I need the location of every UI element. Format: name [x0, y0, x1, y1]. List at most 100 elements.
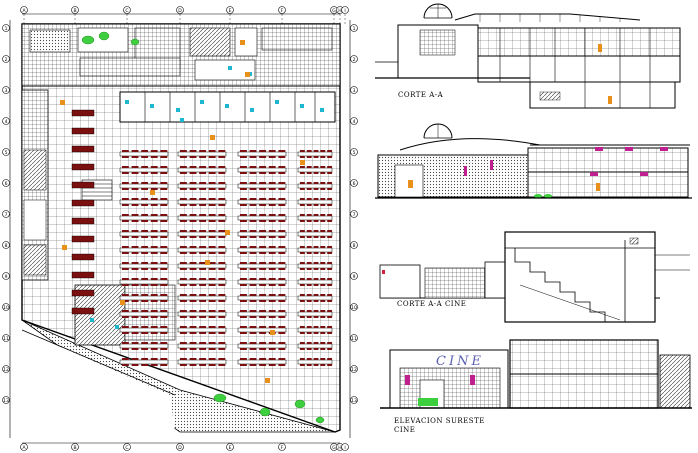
grid-label-col: F [281, 8, 284, 14]
grid-label-row: 4 [5, 119, 8, 125]
grid-label-col: H [338, 8, 341, 14]
marker-orange [120, 300, 125, 305]
grid-bubble-col [341, 6, 349, 14]
grid-bubble-col [71, 6, 79, 14]
grid-bubble-col [341, 443, 349, 451]
vegetation [81, 31, 325, 424]
grid-label-col: B [73, 445, 76, 451]
table-row [177, 246, 227, 254]
table-row [237, 198, 287, 206]
grid-bubble-row [350, 303, 358, 311]
table-row [297, 326, 333, 334]
grid-label-row: 7 [353, 212, 356, 218]
grid-label-row: 5 [353, 150, 356, 156]
grid-bubble-row [2, 24, 10, 32]
grid-label-col: C [125, 445, 128, 451]
section-aa [375, 3, 681, 109]
table-row [177, 182, 227, 190]
table-row [119, 166, 169, 174]
table-row [237, 294, 287, 302]
label-elevation-line2: CINE [394, 426, 415, 434]
table-row [71, 307, 95, 315]
table-row [237, 326, 287, 334]
grid-label-row: 6 [353, 181, 356, 187]
marker-orange [210, 135, 215, 140]
grid-label-row: 8 [5, 243, 8, 249]
grid-label-row: 2 [353, 57, 356, 63]
marker-cyan [320, 108, 324, 112]
grid-bubble-row [2, 303, 10, 311]
marker-orange [300, 160, 305, 165]
grid-bubble-col [71, 443, 79, 451]
table-row [297, 262, 333, 270]
table-row [237, 214, 287, 222]
marker-cyan [150, 104, 154, 108]
marker-cyan [200, 100, 204, 104]
grid-bubble-col [278, 443, 286, 451]
table-row [71, 199, 95, 207]
marker-orange [265, 378, 270, 383]
grid-bubble-row [350, 148, 358, 156]
table-row [237, 310, 287, 318]
table-row [297, 342, 333, 350]
grid-label-row: 11 [3, 336, 9, 342]
cinema-sign: CINE [436, 354, 484, 369]
table-row [237, 150, 287, 158]
table-row [71, 217, 95, 225]
grid-label-row: 12 [351, 367, 357, 373]
table-row [297, 358, 333, 366]
grid-bubble-row [2, 117, 10, 125]
grid-bubble-col [176, 443, 184, 451]
grid-bubble-row [2, 334, 10, 342]
grid-bubble-row [350, 334, 358, 342]
grid-label-row: 10 [3, 305, 9, 311]
grid-label-col: G [332, 8, 336, 14]
table-row [119, 230, 169, 238]
grid-label-row: 9 [5, 274, 8, 280]
grid-label-row: 1 [353, 26, 356, 32]
table-row [119, 150, 169, 158]
label-section-cinema: CORTE A-A CINE [397, 300, 466, 308]
grid-label-row: 2 [5, 57, 8, 63]
marker-orange [205, 260, 210, 265]
table-row [177, 342, 227, 350]
grid-label-row: 13 [3, 398, 9, 404]
table-row [237, 278, 287, 286]
table-row [119, 310, 169, 318]
grid-label-col: A [22, 445, 26, 451]
marker-orange [150, 190, 155, 195]
table-row [237, 230, 287, 238]
grid-bubble-col [20, 443, 28, 451]
table-row [177, 294, 227, 302]
grid-bubble-row [350, 179, 358, 187]
table-row [177, 326, 227, 334]
grid-label-col: I [344, 8, 345, 14]
marker-cyan [90, 318, 94, 322]
marker-cyan [180, 118, 184, 122]
grid-label-col: G [332, 445, 336, 451]
grid-bubble-col [278, 6, 286, 14]
marker-orange [270, 330, 275, 335]
table-row [297, 278, 333, 286]
table-row [119, 198, 169, 206]
grid-label-col: D [178, 445, 182, 451]
grid-bubble-row [2, 179, 10, 187]
grid-label-col: I [344, 445, 345, 451]
grid-bubble-row [350, 272, 358, 280]
label-elevation-line1: ELEVACION SURESTE [394, 417, 485, 425]
elevation-main [375, 123, 692, 199]
table-row [237, 166, 287, 174]
section-cinema [379, 231, 690, 323]
table-row [177, 278, 227, 286]
grid-label-col: B [73, 8, 76, 14]
grid-bubble-row [350, 210, 358, 218]
table-row [297, 214, 333, 222]
grid-bubble-row [350, 241, 358, 249]
table-row [237, 246, 287, 254]
table-row [71, 271, 95, 279]
grid-bubble-row [350, 117, 358, 125]
table-row [177, 262, 227, 270]
marker-cyan [275, 100, 279, 104]
